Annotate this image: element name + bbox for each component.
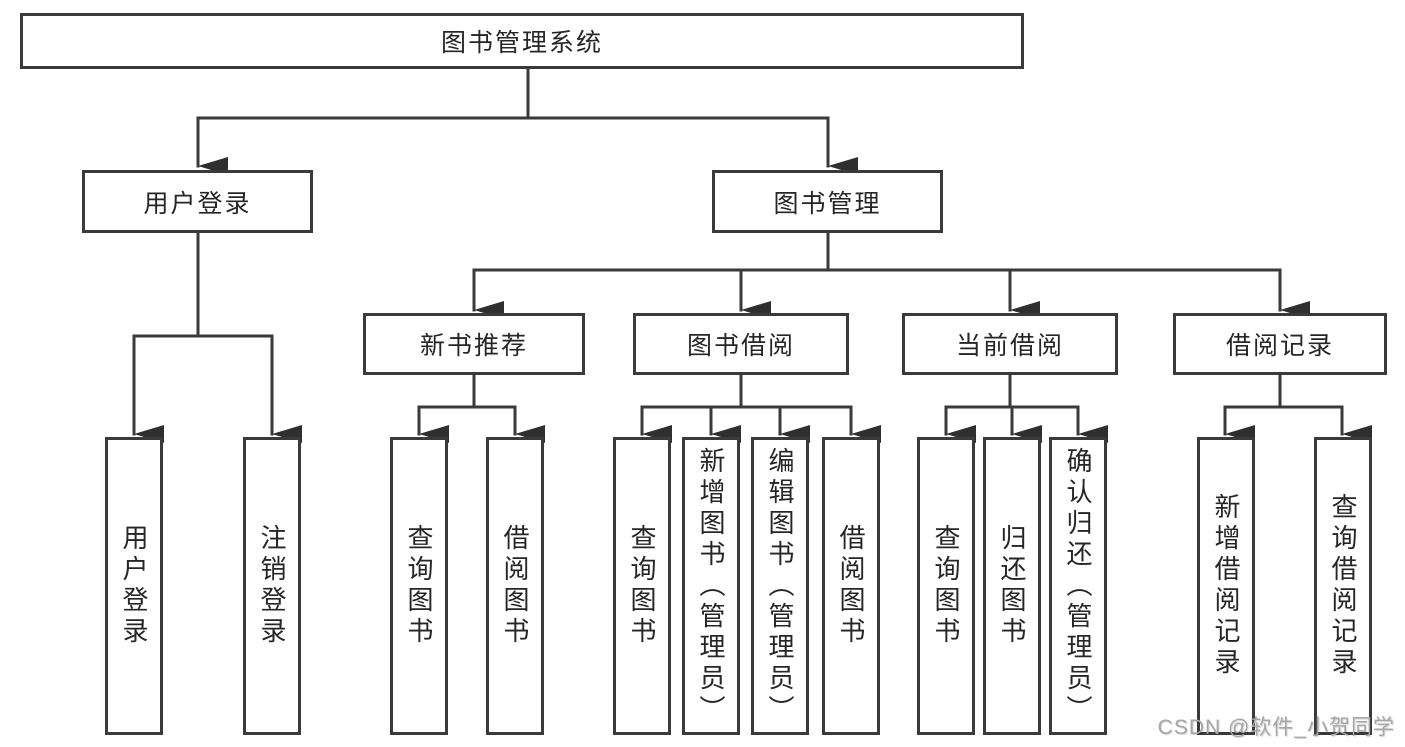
leaf-user-login: 用户登录 (105, 437, 163, 735)
node-label: 新增借阅记录 (1211, 493, 1241, 679)
node-borrow-record: 借阅记录 (1173, 313, 1387, 375)
watermark: CSDN @软件_小贺同学 (1157, 716, 1395, 739)
leaf-add-borrow-record: 新增借阅记录 (1197, 437, 1255, 735)
node-label: 归还图书 (997, 524, 1027, 648)
node-label: 确认归还（管理员） (1063, 446, 1093, 726)
node-label: 注销登录 (257, 524, 287, 648)
node-library-management-system: 图书管理系统 (20, 13, 1024, 69)
leaf-confirm-return-admin: 确认归还（管理员） (1049, 437, 1107, 735)
node-label: 用户登录 (119, 524, 149, 648)
node-user-login: 用户登录 (82, 170, 313, 233)
leaf-return-book: 归还图书 (983, 437, 1041, 735)
node-label: 新书推荐 (419, 332, 528, 360)
leaf-borrow-book-1: 借阅图书 (486, 437, 544, 735)
node-label: 图书管理系统 (440, 29, 603, 57)
node-label: 借阅图书 (836, 524, 866, 648)
node-label: 图书借阅 (686, 332, 795, 360)
leaf-logout: 注销登录 (243, 437, 301, 735)
node-label: 查询借阅记录 (1328, 493, 1358, 679)
node-new-book-recommend: 新书推荐 (363, 313, 585, 375)
leaf-edit-book-admin: 编辑图书（管理员） (751, 437, 809, 735)
node-label: 借阅图书 (500, 524, 530, 648)
node-book-management: 图书管理 (712, 170, 943, 233)
node-label: 查询图书 (627, 524, 657, 648)
node-label: 新增图书（管理员） (696, 446, 726, 726)
node-label: 查询图书 (404, 524, 434, 648)
node-current-borrow: 当前借阅 (902, 313, 1118, 375)
node-label: 用户登录 (143, 189, 252, 218)
node-label: 当前借阅 (955, 332, 1064, 360)
node-label: 编辑图书（管理员） (765, 446, 795, 726)
leaf-query-borrow-record: 查询借阅记录 (1314, 437, 1372, 735)
node-label: 借阅记录 (1225, 332, 1334, 360)
node-label: 图书管理 (773, 189, 882, 218)
leaf-add-book-admin: 新增图书（管理员） (682, 437, 740, 735)
leaf-query-book-1: 查询图书 (390, 437, 448, 735)
node-label: 查询图书 (931, 524, 961, 648)
node-book-borrow: 图书借阅 (633, 313, 849, 375)
leaf-query-book-3: 查询图书 (917, 437, 975, 735)
leaf-borrow-book-2: 借阅图书 (822, 437, 880, 735)
leaf-query-book-2: 查询图书 (613, 437, 671, 735)
